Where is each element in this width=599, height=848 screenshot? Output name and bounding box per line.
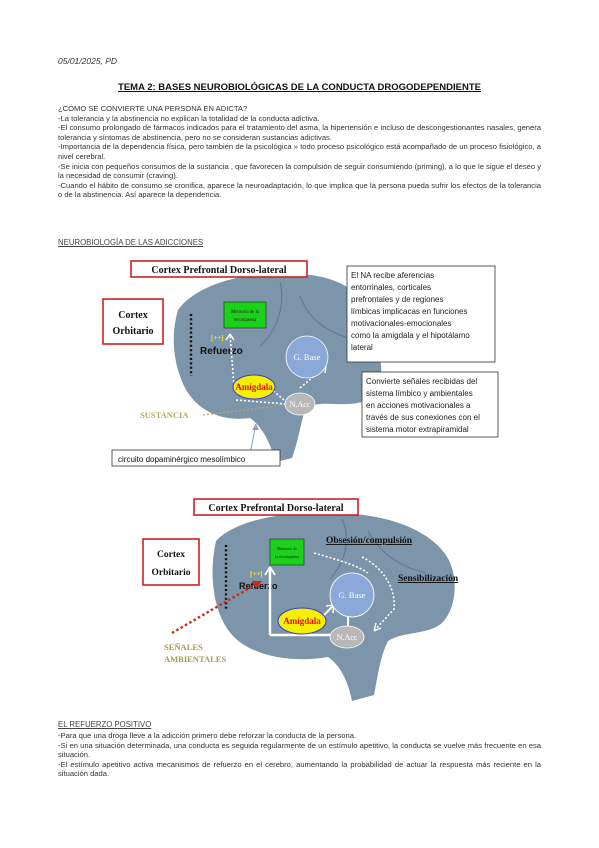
refuerzo-line: -Si en una situación determinada, una co… xyxy=(58,740,541,760)
page-title: TEMA 2: BASES NEUROBIOLÓGICAS DE LA COND… xyxy=(58,82,541,93)
figure-addiction-circuit-svg: Cortex Prefrontal Dorso-lateral Cortex O… xyxy=(142,498,459,701)
section-heading-refuerzo: EL REFUERZO POSITIVO xyxy=(58,720,152,729)
senales-label: AMBIENTALES xyxy=(164,654,226,664)
obsesion-arrow xyxy=(373,622,382,632)
g-base-node xyxy=(285,335,329,379)
na-afferents-line: El NA recibe aferencias xyxy=(351,271,434,280)
cortex-orbitario-label: Cortex xyxy=(157,550,185,560)
cortex-prefrontal-frame xyxy=(193,498,359,516)
figure-addiction-circuit: Cortex Prefrontal Dorso-lateral Cortex O… xyxy=(142,497,462,705)
na-afferents-line: prefrontales y de regiones xyxy=(351,295,444,304)
obsesion-arrow xyxy=(361,556,395,632)
convierte-line: través de sus conexiones con el xyxy=(366,413,480,422)
memoria-recompensa-label: Memoria de la xyxy=(231,310,260,315)
refuerzo-line: -El estímulo apetitivo activa mecanismos… xyxy=(58,759,541,779)
cortex-orbitario-label: Cortex xyxy=(118,310,147,321)
page-title-text: TEMA 2: BASES NEUROBIOLÓGICAS DE LA COND… xyxy=(118,82,481,93)
refuerzo-line: -Para que una droga lleve a la adicción … xyxy=(58,731,357,740)
senales-label: SEÑALES xyxy=(164,642,203,652)
document-date: 05/01/2025, PD xyxy=(58,56,118,66)
convierte-line: sistema límbico y ambientales xyxy=(366,389,473,398)
intro-question: ¿CÓMO SE CONVIERTE UNA PERSONA EN ADICTA… xyxy=(58,104,248,113)
refuerzo-block: -Para que una droga lleve a la adicción … xyxy=(58,731,541,779)
refuerzo-label: Refuerzo xyxy=(239,581,278,591)
amigdala-label: Amígdala xyxy=(235,382,273,392)
sustancia-label: SUSTANCIA xyxy=(140,410,189,420)
convierte-line: en acciones motivacionales a xyxy=(366,401,471,410)
na-afferents-line: límbicas implicacas en funciones xyxy=(351,307,468,316)
na-afferents-box xyxy=(346,265,496,363)
memoria-recompensa-box xyxy=(269,538,305,566)
convierte-line: sistema motor extrapiramidal xyxy=(366,425,469,434)
amigdala-node xyxy=(277,607,327,635)
circuito-label: circuito dopaminérgico mesolímbico xyxy=(118,455,246,464)
g-base-label: G. Base xyxy=(294,352,321,362)
memoria-recompensa-label: recompensa xyxy=(234,318,258,323)
n-acc-label: N.Acc xyxy=(337,633,358,642)
reward-path-arrow xyxy=(235,399,287,405)
reward-path-arrow xyxy=(269,387,285,401)
memoria-recompensa-box xyxy=(223,301,267,329)
section-heading-neurobiologia: NEUROBIOLOGÍA DE LAS ADICCIONES xyxy=(58,238,204,247)
obsesion-label: Obsesión/compulsión xyxy=(326,536,413,546)
brain-fold xyxy=(329,518,347,580)
sensibilizacion-label: Sensibilización xyxy=(398,574,459,584)
g-base-label: G. Base xyxy=(339,590,366,600)
convierte-box xyxy=(361,371,499,438)
refuerzo-label: Refuerzo xyxy=(200,346,243,357)
intro-line: -Cuando el hábito de consumo se cronific… xyxy=(58,180,541,200)
g-base-node xyxy=(329,572,375,618)
circuito-box xyxy=(111,449,281,467)
cortex-orbitario-label: Orbitario xyxy=(112,326,153,337)
senales-arrow-head xyxy=(252,581,262,589)
cortex-orbitario-frame xyxy=(102,298,164,345)
brain-fold xyxy=(299,295,349,339)
reward-path-arrow xyxy=(225,333,235,341)
intro-line: -El consumo prolongado de fármacos indic… xyxy=(58,123,541,142)
plus-plus-label: [++] xyxy=(211,334,224,342)
intro-line: -Importancia de la dependencia física, p… xyxy=(58,142,541,161)
reward-path-arrow xyxy=(264,566,276,576)
n-acc-node xyxy=(329,625,365,649)
n-acc-node xyxy=(284,392,316,416)
intro-line: -Se inicia con pequeños consumos de la s… xyxy=(58,161,541,181)
convierte-line: Convierte señales recibidas del xyxy=(366,377,477,386)
cortex-prefrontal-frame xyxy=(130,260,308,278)
figure-reward-circuit: Cortex Prefrontal Dorso-lateral Cortex O… xyxy=(100,258,500,473)
amigdala-node xyxy=(232,374,276,400)
brain-fold xyxy=(367,530,427,574)
n-acc-label: N.Acc xyxy=(290,400,311,409)
senales-arrow xyxy=(171,581,259,635)
plus-plus-label: [++] xyxy=(250,570,263,578)
memoria-recompensa-label: la recompensa xyxy=(275,554,299,559)
na-afferents-line: como la amigdala y el hipotálamo xyxy=(351,331,470,340)
figure-reward-circuit-svg: Cortex Prefrontal Dorso-lateral Cortex O… xyxy=(102,260,499,467)
sustancia-arrow xyxy=(202,404,285,416)
brain-fold xyxy=(259,281,283,347)
cortex-prefrontal-label: Cortex Prefrontal Dorso-lateral xyxy=(208,503,343,514)
amigdala-label: Amígdala xyxy=(283,616,321,626)
na-afferents-line: lateral xyxy=(351,343,373,352)
na-afferents-line: entorrinales, corticales xyxy=(351,283,431,292)
cortex-orbitario-label: Orbitario xyxy=(151,568,190,578)
na-afferents-line: motivacionales-emocionales xyxy=(351,319,452,328)
cortex-prefrontal-label: Cortex Prefrontal Dorso-lateral xyxy=(151,265,286,276)
intro-block: ¿CÓMO SE CONVIERTE UNA PERSONA EN ADICTA… xyxy=(58,104,541,200)
memoria-recompensa-label: Memoria de xyxy=(277,546,297,551)
circuito-arrow-head xyxy=(252,424,259,430)
reward-path-arrow xyxy=(229,333,235,387)
intro-line: -La tolerancia y la abstinencia no expli… xyxy=(58,113,320,123)
cortex-orbitario-frame xyxy=(142,538,200,586)
